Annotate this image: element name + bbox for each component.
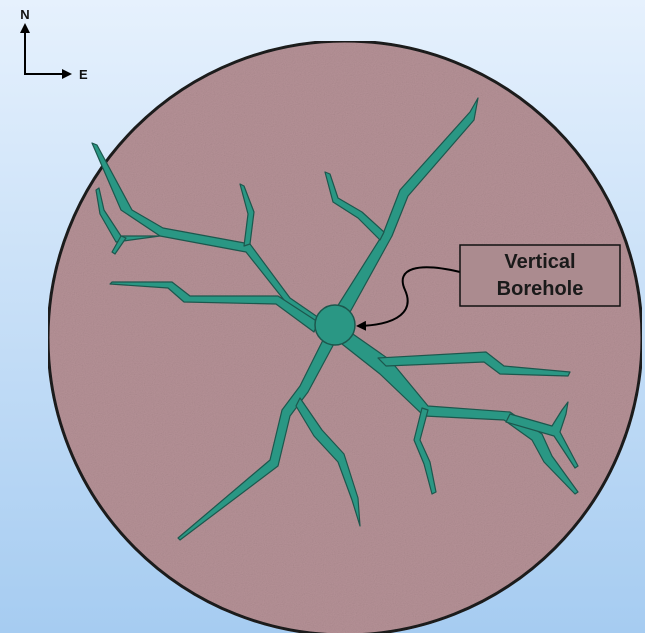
compass: N E bbox=[20, 7, 88, 82]
callout-label-line1: Vertical bbox=[504, 251, 575, 273]
east-arrowhead-icon bbox=[62, 69, 72, 79]
compass-north-label: N bbox=[20, 7, 29, 22]
compass-east-label: E bbox=[79, 67, 88, 82]
callout-label-line2: Borehole bbox=[497, 278, 584, 300]
vertical-borehole bbox=[315, 305, 355, 345]
north-arrowhead-icon bbox=[20, 23, 30, 33]
borehole-callout: Vertical Borehole bbox=[460, 245, 620, 306]
